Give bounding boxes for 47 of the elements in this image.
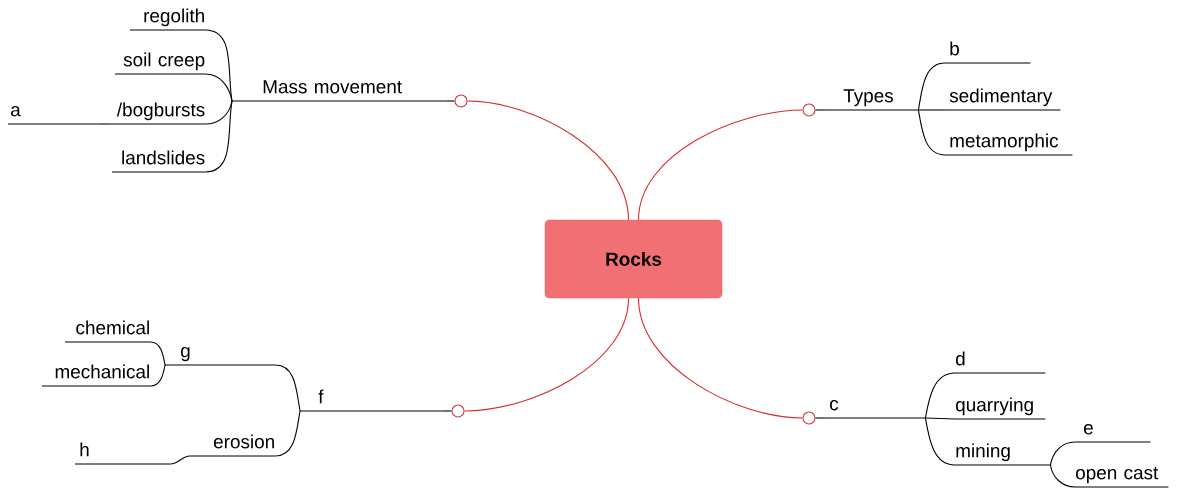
- branch-line: [444, 100, 455, 102]
- branch-label: mining: [954, 443, 1051, 466]
- branch-label: f: [299, 389, 443, 412]
- branch-line: [169, 455, 191, 465]
- branch-line: [204, 100, 233, 173]
- branch-label: open cast: [1074, 467, 1169, 488]
- branch-line: [924, 417, 956, 466]
- branch-line: [924, 417, 956, 420]
- branch-label: d: [954, 351, 1046, 374]
- connector: [637, 297, 803, 419]
- branch-label: quarrying: [954, 397, 1046, 420]
- branch-label: soil creep: [114, 52, 206, 75]
- branch-label: chemical: [64, 320, 151, 343]
- branch-label: /bogbursts: [109, 102, 206, 125]
- branch-label: metamorphic: [944, 133, 1073, 156]
- branch-label: landslides: [111, 150, 206, 173]
- branch-label: g: [164, 347, 276, 366]
- branch-line: [917, 109, 946, 156]
- branch-line: [274, 410, 301, 457]
- branch-label: Types: [824, 89, 919, 111]
- branch-line: [274, 364, 301, 412]
- connector: [464, 297, 630, 412]
- branch-label: Mass movement: [231, 80, 446, 102]
- branch-line: [441, 410, 452, 412]
- branch-label: regolith: [129, 8, 206, 31]
- connector: [637, 109, 803, 221]
- branch-label: e: [1074, 424, 1151, 443]
- branch-line: [97, 123, 111, 125]
- branch-line: [917, 62, 946, 111]
- central-box: Rocks: [544, 219, 723, 299]
- branch-line: [815, 417, 826, 419]
- branch-label: h: [74, 442, 171, 465]
- branch-line: [204, 73, 233, 102]
- branch-line: [815, 109, 826, 111]
- branch-label: mechanical: [41, 364, 151, 387]
- branch-label: a: [7, 106, 99, 125]
- branch-line: [917, 109, 946, 111]
- branch-label: sedimentary: [944, 88, 1061, 111]
- branch-line: [924, 372, 956, 419]
- branch-label: b: [944, 41, 1031, 64]
- branch-label: c: [824, 400, 926, 419]
- branch-line: [1049, 441, 1076, 466]
- branch-line: [149, 341, 166, 366]
- branch-line: [149, 364, 166, 387]
- branch-line: [1049, 464, 1076, 488]
- branch-label: erosion: [189, 434, 276, 457]
- connector: [467, 100, 630, 221]
